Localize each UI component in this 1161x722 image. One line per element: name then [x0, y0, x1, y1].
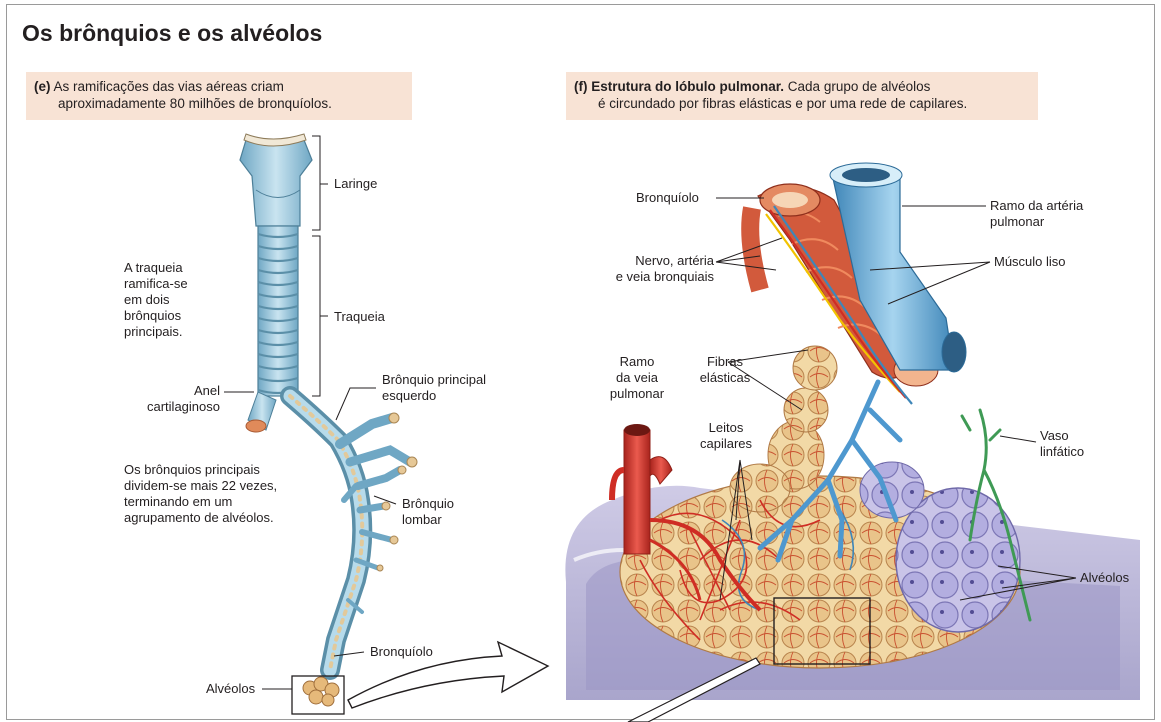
note-traqueia-l3: em dois [124, 292, 188, 308]
label-leitos-capilares: Leitos capilares [686, 420, 766, 452]
label-ramo-veia: Ramo da veia pulmonar [602, 354, 672, 402]
label-vaso-l1: Vaso [1040, 428, 1084, 444]
label-nervo-arteria-veia: Nervo, artéria e veia bronquiais [586, 253, 714, 285]
label-ramo-arteria: Ramo da artéria pulmonar [990, 198, 1083, 230]
larynx-shape [240, 134, 312, 226]
label-nervo-l1: Nervo, artéria [586, 253, 714, 269]
note-divisao: Os brônquios principais dividem-se mais … [124, 462, 277, 526]
note-traqueia-l4: brônquios [124, 308, 188, 324]
note-traqueia-l2: ramifica-se [124, 276, 188, 292]
label-fibras-l2: elásticas [690, 370, 760, 386]
label-anel-l1: Anel [124, 383, 220, 399]
label-bronquio-principal-l1: Brônquio principal [382, 372, 486, 388]
label-ramo-arteria-l2: pulmonar [990, 214, 1083, 230]
left-bronchus-tree [290, 396, 417, 670]
label-bronquiolo-e: Bronquíolo [370, 644, 433, 660]
label-alveolos-f: Alvéolos [1080, 570, 1129, 586]
label-leitos-l2: capilares [686, 436, 766, 452]
label-leitos-l1: Leitos [686, 420, 766, 436]
label-bronquio-lombar-l2: lombar [402, 512, 454, 528]
note-divisao-l1: Os brônquios principais [124, 462, 277, 478]
label-alveolos-e: Alvéolos [206, 681, 255, 697]
label-vaso-l2: linfático [1040, 444, 1084, 460]
label-nervo-l2: e veia bronquiais [586, 269, 714, 285]
label-traqueia: Traqueia [334, 309, 385, 325]
alveoli-cluster-e [303, 677, 339, 706]
note-traqueia: A traqueia ramifica-se em dois brônquios… [124, 260, 188, 340]
note-divisao-l3: terminando em um [124, 494, 277, 510]
label-ramo-veia-l1: Ramo [602, 354, 672, 370]
label-bronquio-principal-l2: esquerdo [382, 388, 486, 404]
label-fibras-elasticas: Fibras elásticas [690, 354, 760, 386]
label-ramo-veia-l2: da veia [602, 370, 672, 386]
label-bronquiolo-f: Bronquíolo [636, 190, 699, 206]
label-bronquio-principal: Brônquio principal esquerdo [382, 372, 486, 404]
label-laringe: Laringe [334, 176, 377, 192]
label-fibras-l1: Fibras [690, 354, 760, 370]
label-vaso-linfatico: Vaso linfático [1040, 428, 1084, 460]
label-musculo-liso: Músculo liso [994, 254, 1066, 270]
label-ramo-veia-l3: pulmonar [602, 386, 672, 402]
label-bronquio-lombar: Brônquio lombar [402, 496, 454, 528]
note-traqueia-l1: A traqueia [124, 260, 188, 276]
note-divisao-l2: dividem-se mais 22 vezes, [124, 478, 277, 494]
label-anel-l2: cartilaginoso [124, 399, 220, 415]
label-ramo-arteria-l1: Ramo da artéria [990, 198, 1083, 214]
note-traqueia-l5: principais. [124, 324, 188, 340]
label-anel-cartilaginoso: Anel cartilaginoso [124, 383, 220, 415]
note-divisao-l4: agrupamento de alvéolos. [124, 510, 277, 526]
label-bronquio-lombar-l1: Brônquio [402, 496, 454, 512]
